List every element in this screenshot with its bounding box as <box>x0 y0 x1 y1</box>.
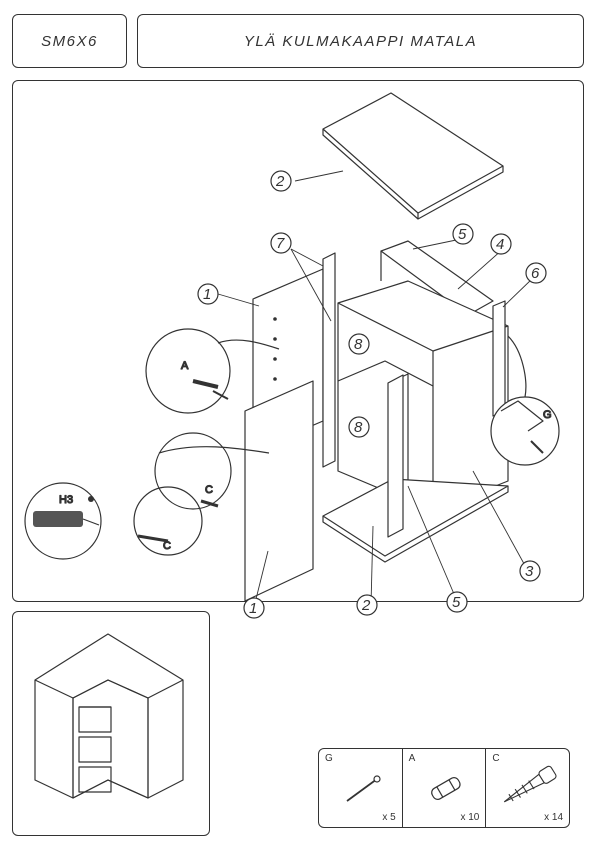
detail-label-h3: H3 <box>59 494 73 506</box>
part-letter: C <box>492 753 500 764</box>
callout-3-text: 3 <box>525 563 534 580</box>
screw-icon <box>504 765 557 803</box>
assembly-drawing: 2 7 5 4 6 1 8 8 3 5 2 1 A C C G H3 <box>24 92 560 619</box>
detail-circle-drill <box>24 482 102 560</box>
detail-letters: A C C G H3 <box>58 359 552 552</box>
top-panel <box>322 92 504 220</box>
callout-8-lower: 8 <box>348 416 370 438</box>
parts-list: G x 5 A x 10 C <box>318 748 570 828</box>
part-letter: G <box>325 753 333 764</box>
part-qty: x 5 <box>382 812 396 823</box>
bottom-panel <box>322 478 509 563</box>
callout-2-bottom: 2 <box>356 594 378 616</box>
callout-1-lower: 1 <box>243 597 265 619</box>
nail-icon <box>346 775 381 802</box>
part-qty: x 14 <box>544 812 564 823</box>
callout-8-lower-text: 8 <box>354 419 363 436</box>
callout-5-top: 5 <box>452 223 474 245</box>
leader-lines <box>217 170 534 608</box>
callout-6: 6 <box>525 262 547 284</box>
detail-circle-hammer <box>490 335 560 466</box>
callout-5-bottom: 5 <box>446 591 468 613</box>
callout-2-top-text: 2 <box>275 173 285 190</box>
assembled-cabinet-drawing <box>34 633 184 799</box>
part-qty: x 10 <box>460 812 480 823</box>
callout-1-lower-text: 1 <box>249 600 257 617</box>
callout-5-bottom-text: 5 <box>452 594 461 611</box>
left-side-panel-lower <box>244 380 314 602</box>
product-code: SM6X6 <box>41 32 98 50</box>
back-panel <box>380 240 494 316</box>
detail-label-c-2: C <box>163 540 171 552</box>
detail-label-g: G <box>543 409 552 421</box>
detail-label-a: A <box>181 360 189 372</box>
detail-label-c: C <box>205 484 213 496</box>
callout-2-top: 2 <box>270 170 292 192</box>
side-strip <box>322 252 336 468</box>
callout-5-top-text: 5 <box>458 226 467 243</box>
right-side-piece <box>492 300 506 417</box>
callout-8-upper-text: 8 <box>354 336 363 353</box>
part-letter: A <box>408 753 416 764</box>
exploded-assembly-diagram: 2 7 5 4 6 1 8 8 3 5 2 1 A C C G H3 <box>12 80 584 619</box>
callout-6-text: 6 <box>531 265 540 282</box>
detail-circle-dowel <box>145 328 280 414</box>
callout-3: 3 <box>519 560 541 582</box>
callout-1-upper-text: 1 <box>203 286 211 303</box>
product-code-box: SM6X6 <box>12 14 127 68</box>
callout-8-upper: 8 <box>348 333 370 355</box>
dowel-icon <box>430 777 461 800</box>
part-cell-nail: G x 5 <box>319 749 403 827</box>
part-cell-screw: C x 14 <box>486 749 569 827</box>
callout-7-text: 7 <box>276 235 285 252</box>
assembled-preview <box>12 611 210 836</box>
detail-circle-screw <box>133 432 270 556</box>
door-edge-strip <box>387 374 404 538</box>
callouts: 2 7 5 4 6 1 8 8 3 5 2 1 <box>197 170 547 619</box>
part-cell-dowel: A x 10 <box>403 749 487 827</box>
callout-1-upper: 1 <box>197 283 219 305</box>
product-title-box: YLÄ KULMAKAAPPI MATALA <box>137 14 584 68</box>
product-title: YLÄ KULMAKAAPPI MATALA <box>243 32 478 50</box>
callout-7: 7 <box>270 232 292 254</box>
callout-4-text: 4 <box>496 236 504 253</box>
callout-2-bottom-text: 2 <box>361 597 371 614</box>
callout-4: 4 <box>490 233 512 255</box>
